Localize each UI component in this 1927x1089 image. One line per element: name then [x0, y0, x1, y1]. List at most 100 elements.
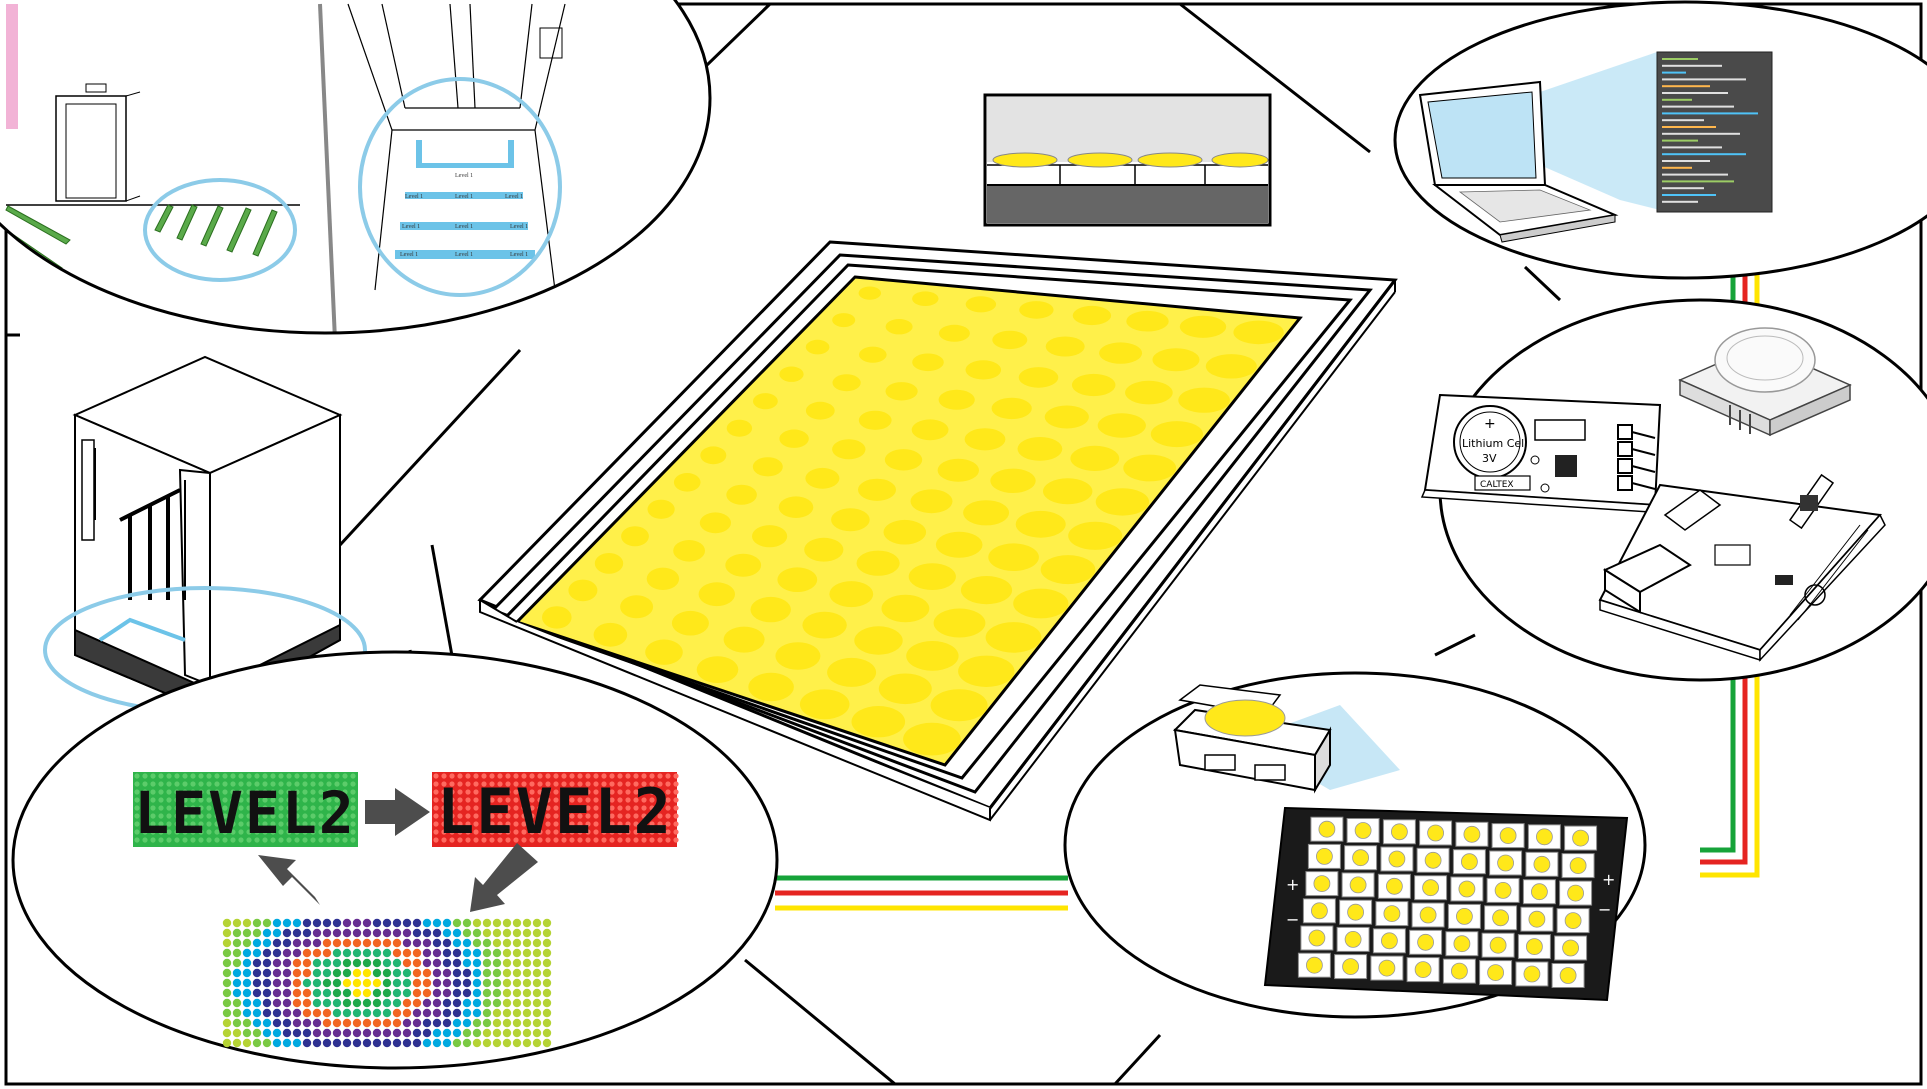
heatmap-dot [523, 1009, 531, 1017]
heatmap-dot [403, 919, 411, 927]
heatmap-dot [303, 1029, 311, 1037]
heatmap-dot [243, 969, 251, 977]
heatmap-dot [443, 989, 451, 997]
sign-dot [334, 773, 339, 778]
panel-led [1096, 488, 1149, 515]
heatmap-dot [483, 1039, 491, 1047]
heatmap-dot [533, 979, 541, 987]
heatmap-dot [423, 999, 431, 1007]
board-led [1529, 911, 1545, 927]
heatmap-dot [393, 959, 401, 967]
board-led [1464, 826, 1480, 842]
led-board-bubble: + − + − [1065, 673, 1645, 1017]
panel-led [804, 538, 843, 562]
panel-led [1126, 311, 1168, 332]
board-led [1488, 965, 1504, 981]
board-led [1423, 880, 1439, 896]
heatmap-dot [393, 939, 401, 947]
panel-led [1178, 388, 1230, 413]
heatmap-dot [463, 959, 471, 967]
heatmap-dot [493, 979, 501, 987]
stair-label: Level 1 [455, 173, 473, 179]
heatmap-dot [423, 1019, 431, 1027]
board-led [1565, 913, 1581, 929]
heatmap-dot [253, 939, 261, 947]
heatmap-dot [223, 929, 231, 937]
sign-dot [673, 821, 678, 826]
heatmap-dot [263, 1029, 271, 1037]
panel-led [911, 489, 953, 513]
heatmap-dot [233, 949, 241, 957]
board-minus-left: − [1286, 910, 1299, 929]
heatmap-dot [513, 959, 521, 967]
board-led [1526, 939, 1542, 955]
sign-left-text: LEVEL2 [134, 779, 356, 847]
heatmap-dot [533, 959, 541, 967]
heatmap-dot [513, 929, 521, 937]
heatmap-dot [323, 1029, 331, 1037]
sign-dot [673, 813, 678, 818]
code-line [1662, 133, 1740, 135]
board-led [1420, 907, 1436, 923]
panel-led [938, 459, 979, 482]
heatmap-dot [343, 979, 351, 987]
code-line [1662, 112, 1758, 114]
heatmap-dot [543, 919, 551, 927]
heatmap-dot [393, 1039, 401, 1047]
panel-led [859, 347, 887, 363]
panel-led [1180, 316, 1226, 338]
heatmap-dot [363, 1009, 371, 1017]
heatmap-dot [443, 949, 451, 957]
panel-led [903, 723, 961, 756]
stair-label: Level 1 [455, 224, 473, 230]
heatmap-dot [473, 969, 481, 977]
cell-voltage: 3V [1482, 452, 1497, 465]
code-line [1662, 106, 1734, 108]
panel-cross-section [985, 95, 1270, 225]
sign-dot [673, 805, 678, 810]
heatmap-dot [443, 969, 451, 977]
heatmap-dot [343, 969, 351, 977]
heatmap-dot [473, 1019, 481, 1027]
heatmap-dot [263, 939, 271, 947]
heatmap-dot [493, 929, 501, 937]
panel-led [1125, 381, 1173, 405]
heatmap-dot [543, 1009, 551, 1017]
heatmap-dot [493, 999, 501, 1007]
heatmap-dot [383, 1039, 391, 1047]
board-led [1418, 934, 1434, 950]
heatmap-dot [543, 1029, 551, 1037]
heatmap-dot [363, 949, 371, 957]
heatmap-dot [463, 979, 471, 987]
heatmap-dot [243, 1039, 251, 1047]
heatmap-dot [493, 919, 501, 927]
heatmap-dot [373, 939, 381, 947]
heatmap-dot [303, 969, 311, 977]
heatmap-dot [473, 919, 481, 927]
heatmap-dot [413, 1039, 421, 1047]
heatmap-dot [533, 939, 541, 947]
code-line [1662, 85, 1710, 87]
heatmap-dot [343, 919, 351, 927]
sign-dot [214, 773, 219, 778]
heatmap-dot [493, 939, 501, 947]
heatmap-dot [423, 919, 431, 927]
heatmap-dot [393, 1019, 401, 1027]
sign-dot [230, 773, 235, 778]
heatmap-dot [513, 1029, 521, 1037]
code-line [1662, 99, 1692, 101]
sign-right-text: LEVEL2 [437, 775, 673, 848]
heatmap-dot [393, 969, 401, 977]
panel-led [990, 469, 1035, 493]
cell-label: Lithium Cell [1462, 437, 1527, 450]
heatmap-dot [253, 919, 261, 927]
heatmap-dot [523, 939, 531, 947]
heatmap-dot [383, 1009, 391, 1017]
heatmap-dot [263, 969, 271, 977]
heatmap-dot [373, 979, 381, 987]
heatmap-dot [293, 919, 301, 927]
heatmap-dot [523, 929, 531, 937]
panel-led [829, 581, 873, 607]
panel-led [594, 623, 628, 647]
heatmap-dot [223, 989, 231, 997]
